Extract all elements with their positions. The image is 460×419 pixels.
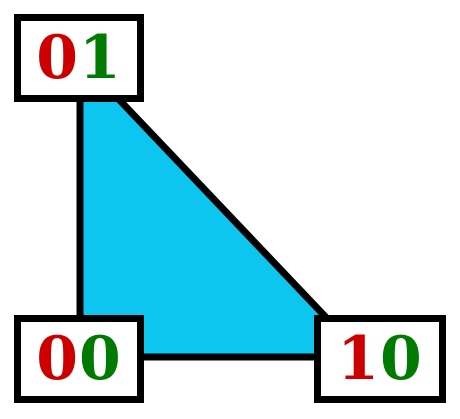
vertex-label-01: 0 1 xyxy=(14,14,144,102)
vertex-00-first-digit: 0 xyxy=(36,324,79,394)
vertex-10-first-digit: 1 xyxy=(337,324,380,394)
vertex-01-second-digit: 1 xyxy=(79,23,122,93)
vertex-10-second-digit: 0 xyxy=(380,324,423,394)
vertex-label-10: 1 0 xyxy=(314,315,446,403)
vertex-00-second-digit: 0 xyxy=(79,324,122,394)
vertex-label-00: 0 0 xyxy=(14,315,144,403)
vertex-01-first-digit: 0 xyxy=(36,23,79,93)
